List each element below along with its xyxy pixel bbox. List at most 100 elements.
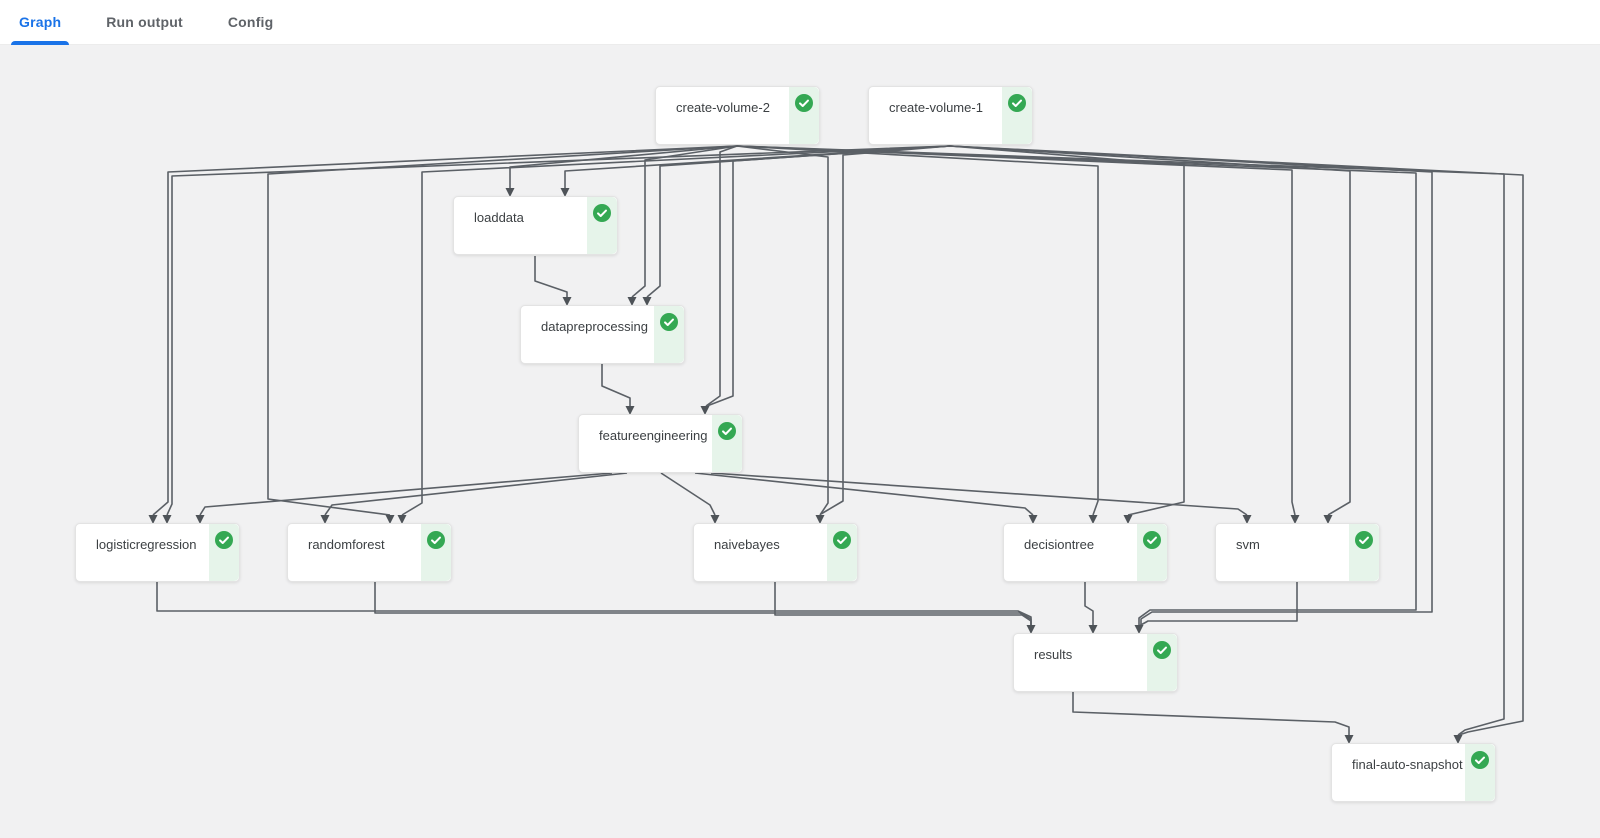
edge-arrowhead bbox=[148, 515, 158, 524]
tab-run-output[interactable]: Run output bbox=[102, 0, 187, 44]
tab-graph-label: Graph bbox=[19, 14, 62, 30]
edge-create-volume-2-randomforest bbox=[267, 145, 738, 516]
edge-arrowhead bbox=[560, 188, 570, 197]
edge-arrowhead bbox=[642, 297, 652, 306]
edge-arrowhead bbox=[1134, 625, 1144, 634]
graph-node-svm[interactable]: svm bbox=[1215, 523, 1380, 582]
edge-create-volume-1-logisticregression bbox=[166, 145, 951, 516]
edge-arrowhead bbox=[710, 515, 720, 524]
edge-naivebayes-results bbox=[774, 582, 1032, 625]
node-label: featureengineering bbox=[599, 428, 708, 443]
check-circle-icon bbox=[654, 306, 684, 363]
edge-logisticregression-results bbox=[156, 582, 1032, 625]
edge-arrowhead bbox=[1323, 515, 1333, 524]
tab-config-label: Config bbox=[227, 14, 274, 30]
edge-arrowhead bbox=[385, 515, 395, 524]
node-label: decisiontree bbox=[1024, 537, 1095, 552]
edge-arrowhead bbox=[1123, 515, 1133, 524]
edge-create-volume-1-datapreprocessing bbox=[646, 145, 951, 298]
graph-node-results[interactable]: results bbox=[1013, 633, 1178, 692]
edge-arrowhead bbox=[505, 188, 515, 197]
tab-run-output-label: Run output bbox=[106, 14, 183, 30]
active-tab-underline bbox=[11, 41, 70, 45]
edge-create-volume-2-results bbox=[736, 145, 1417, 625]
edge-arrowhead bbox=[195, 515, 205, 524]
edge-arrowhead bbox=[1453, 735, 1463, 744]
edge-arrowhead bbox=[627, 297, 637, 306]
node-label: logisticregression bbox=[96, 537, 197, 552]
node-label: naivebayes bbox=[714, 537, 780, 552]
edge-arrowhead bbox=[1028, 515, 1038, 524]
edge-results-final-auto-snapshot bbox=[1072, 692, 1350, 735]
check-circle-icon bbox=[1465, 744, 1495, 801]
edge-featureengineering-logisticregression bbox=[199, 472, 613, 516]
edge-create-volume-1-final-auto-snapshot bbox=[949, 145, 1524, 736]
edge-create-volume-1-decisiontree bbox=[949, 145, 1185, 516]
check-circle-icon bbox=[1137, 524, 1167, 581]
edge-create-volume-2-featureengineering bbox=[705, 145, 738, 407]
tab-graph[interactable]: Graph bbox=[11, 0, 70, 45]
edge-datapreprocessing-featureengineering bbox=[601, 364, 631, 406]
graph-node-naivebayes[interactable]: naivebayes bbox=[693, 523, 858, 582]
edge-arrowhead bbox=[815, 515, 825, 524]
edge-create-volume-2-naivebayes bbox=[736, 145, 829, 516]
node-label: loaddata bbox=[474, 210, 524, 225]
graph-node-featureengineering[interactable]: featureengineering bbox=[578, 414, 743, 473]
edge-arrowhead bbox=[320, 515, 330, 524]
check-circle-icon bbox=[789, 87, 819, 144]
edge-featureengineering-decisiontree bbox=[694, 472, 1034, 516]
edge-create-volume-2-svm bbox=[736, 145, 1296, 516]
edge-create-volume-1-featureengineering bbox=[706, 145, 951, 407]
edge-arrowhead bbox=[1026, 625, 1036, 634]
edge-randomforest-results bbox=[374, 582, 1032, 625]
edge-create-volume-2-logisticregression bbox=[152, 145, 738, 516]
tab-config[interactable]: Config bbox=[224, 0, 278, 44]
graph-node-datapreprocessing[interactable]: datapreprocessing bbox=[520, 305, 685, 364]
edge-arrowhead bbox=[1290, 515, 1300, 524]
check-circle-icon bbox=[712, 415, 742, 472]
graph-node-final-auto-snapshot[interactable]: final-auto-snapshot bbox=[1331, 743, 1496, 802]
node-label: final-auto-snapshot bbox=[1352, 757, 1463, 772]
check-circle-icon bbox=[209, 524, 239, 581]
edge-featureengineering-svm bbox=[710, 472, 1248, 516]
graph-node-randomforest[interactable]: randomforest bbox=[287, 523, 452, 582]
edge-create-volume-1-randomforest bbox=[401, 145, 951, 516]
edge-decisiontree-results bbox=[1084, 582, 1094, 625]
check-circle-icon bbox=[827, 524, 857, 581]
node-label: create-volume-2 bbox=[676, 100, 770, 115]
check-circle-icon bbox=[1002, 87, 1032, 144]
edge-arrowhead bbox=[162, 515, 172, 524]
edge-arrowhead bbox=[397, 515, 407, 524]
graph-node-loaddata[interactable]: loaddata bbox=[453, 196, 618, 255]
graph-node-logisticregression[interactable]: logisticregression bbox=[75, 523, 240, 582]
node-label: datapreprocessing bbox=[541, 319, 648, 334]
edge-create-volume-2-final-auto-snapshot bbox=[736, 145, 1505, 736]
tab-bar: Graph Run output Config bbox=[0, 0, 1600, 45]
graph-node-decisiontree[interactable]: decisiontree bbox=[1003, 523, 1168, 582]
edge-create-volume-1-svm bbox=[949, 145, 1351, 516]
edge-featureengineering-randomforest bbox=[324, 472, 628, 516]
edge-arrowhead bbox=[562, 297, 572, 306]
edge-create-volume-2-decisiontree bbox=[736, 145, 1099, 516]
graph-node-create-volume-1[interactable]: create-volume-1 bbox=[868, 86, 1033, 145]
edge-featureengineering-naivebayes bbox=[660, 472, 716, 516]
edge-arrowhead bbox=[625, 406, 635, 415]
edge-arrowhead bbox=[1242, 515, 1252, 524]
node-label: svm bbox=[1236, 537, 1260, 552]
edge-arrowhead bbox=[700, 406, 710, 415]
node-label: create-volume-1 bbox=[889, 100, 983, 115]
edge-arrowhead bbox=[1088, 515, 1098, 524]
check-circle-icon bbox=[587, 197, 617, 254]
node-label: results bbox=[1034, 647, 1073, 662]
edge-arrowhead bbox=[1088, 625, 1098, 634]
node-label: randomforest bbox=[308, 537, 385, 552]
check-circle-icon bbox=[1147, 634, 1177, 691]
edge-create-volume-1-naivebayes bbox=[820, 145, 951, 515]
edge-svm-results bbox=[1138, 582, 1298, 627]
edge-arrowhead bbox=[1344, 735, 1354, 744]
graph-node-create-volume-2[interactable]: create-volume-2 bbox=[655, 86, 820, 145]
check-circle-icon bbox=[421, 524, 451, 581]
check-circle-icon bbox=[1349, 524, 1379, 581]
